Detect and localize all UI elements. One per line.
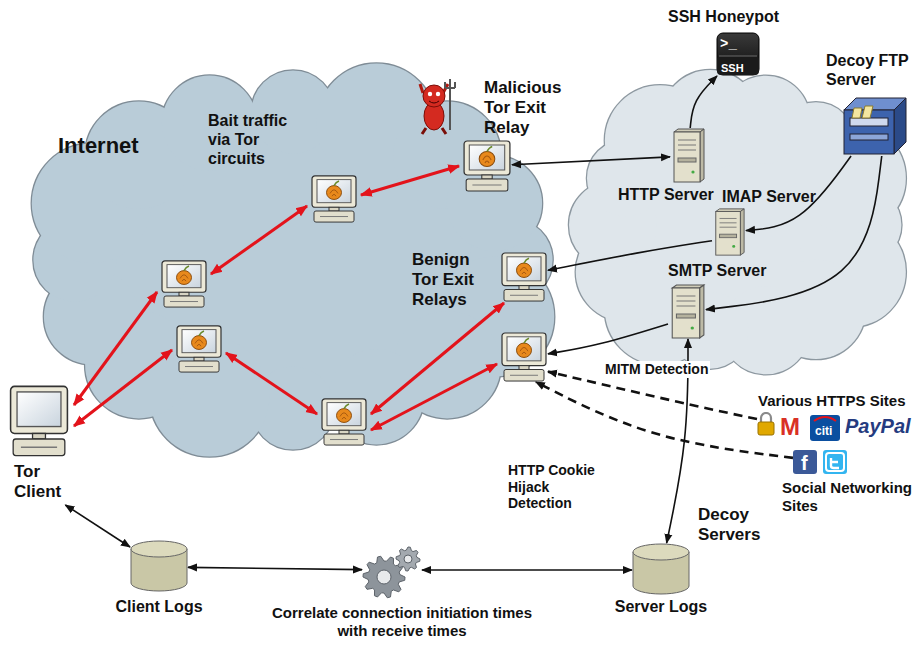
label-slot: Bait traffic via Tor circuits (208, 112, 308, 169)
text-slot: SMTP Server (668, 262, 778, 281)
node-label: SMTP Server (668, 262, 778, 281)
connection-arrow (512, 157, 670, 165)
correlation-gear-icon (362, 545, 422, 599)
node-label: Various HTTPS Sites (758, 392, 916, 410)
client-computer: Tor Client (8, 385, 74, 505)
text-slot: Internet (58, 133, 188, 159)
cloud-shape (18, 55, 568, 470)
detection-arrow (548, 372, 757, 419)
annotation: Bait traffic via Tor circuits (208, 112, 308, 169)
connection-arrow (690, 76, 717, 128)
connection-arrow (422, 569, 632, 571)
label-slot: SSH (721, 58, 757, 76)
text-slot: Various HTTPS Sites (758, 392, 916, 410)
exit-relay-icon (462, 140, 512, 192)
connection-arrow (706, 156, 882, 310)
node-label: SSH Honeypot (668, 8, 798, 27)
node-label: HTTP Server (618, 186, 718, 205)
icon-text: >_ (720, 36, 737, 53)
server-icon (712, 208, 746, 256)
node-label: Correlate connection initiation times wi… (257, 604, 547, 639)
node-label: Decoy FTP Server (826, 52, 914, 90)
text-slot: Correlate connection initiation times wi… (257, 604, 547, 639)
node-label: Benign Tor Exit Relays (412, 250, 492, 310)
node-label: Social Networking Sites (782, 479, 914, 514)
label-slot: citi (815, 421, 845, 439)
text-slot: Decoy FTP Server (826, 52, 914, 90)
logo-text: M (780, 413, 800, 441)
text-slot: Server Logs (611, 598, 711, 617)
annotation: HTTP Cookie Hijack Detection (508, 462, 606, 512)
text-slot: Client Logs (109, 598, 209, 617)
logo-text: PayPal (845, 415, 911, 439)
exit-relay-group-icon (500, 252, 548, 382)
ftp-server: Decoy FTP Server (826, 52, 916, 158)
exit-relay-group: Benign Tor Exit Relays (412, 250, 550, 384)
server-icon (670, 128, 706, 183)
server: HTTP Server (618, 128, 720, 207)
logo-text: f (801, 452, 808, 476)
annotation: Decoy Servers (698, 505, 778, 545)
connection-arrow (548, 324, 668, 354)
node-label: IMAP Server (722, 188, 832, 207)
server: SMTP Server (668, 262, 780, 341)
ftp-server-icon (840, 96, 908, 156)
server: IMAP Server (712, 188, 834, 258)
label-slot: M (780, 413, 810, 441)
label-slot: HTTP Cookie Hijack Detection (508, 462, 606, 512)
text-slot: Social Networking Sites (782, 479, 914, 514)
label-slot: f (801, 452, 815, 476)
node-label: Server Logs (611, 598, 711, 617)
client-computer-icon (8, 385, 70, 457)
node-label: Internet (58, 133, 188, 159)
label-slot: PayPal (845, 415, 915, 439)
log-database-icon (130, 540, 188, 592)
server-icon (668, 284, 706, 339)
text-slot: Benign Tor Exit Relays (412, 250, 492, 310)
cloud-region: Internet Malicious Tor Exit RelayBenign T… (18, 55, 568, 470)
icon-text: SSH (721, 62, 744, 75)
node-label: Client Logs (109, 598, 209, 617)
text-slot: Malicious Tor Exit Relay (484, 78, 569, 138)
correlation-gear: Correlate connection initiation times wi… (257, 545, 549, 642)
exit-relay: Malicious Tor Exit Relay (462, 78, 571, 194)
node-label: Malicious Tor Exit Relay (484, 78, 569, 138)
connection-arrow (188, 567, 362, 569)
detection-arrow (536, 382, 793, 458)
label-slot: >_ (720, 34, 750, 53)
text-slot: IMAP Server (722, 188, 832, 207)
logo-text: citi (815, 424, 832, 438)
label-slot: Decoy Servers (698, 505, 778, 545)
log-database-icon (632, 543, 690, 595)
server-cloud (569, 70, 906, 374)
connection-arrow (65, 505, 130, 547)
log-database: Client Logs (109, 540, 211, 619)
text-slot: Tor Client (14, 462, 72, 502)
text-slot: HTTP Server (618, 186, 718, 205)
label-slot: MITM Detection (603, 360, 715, 378)
node-label: Tor Client (14, 462, 72, 502)
log-database: Server Logs (611, 543, 713, 619)
text-slot: SSH Honeypot (668, 8, 798, 27)
annotation: MITM Detection (603, 361, 710, 378)
